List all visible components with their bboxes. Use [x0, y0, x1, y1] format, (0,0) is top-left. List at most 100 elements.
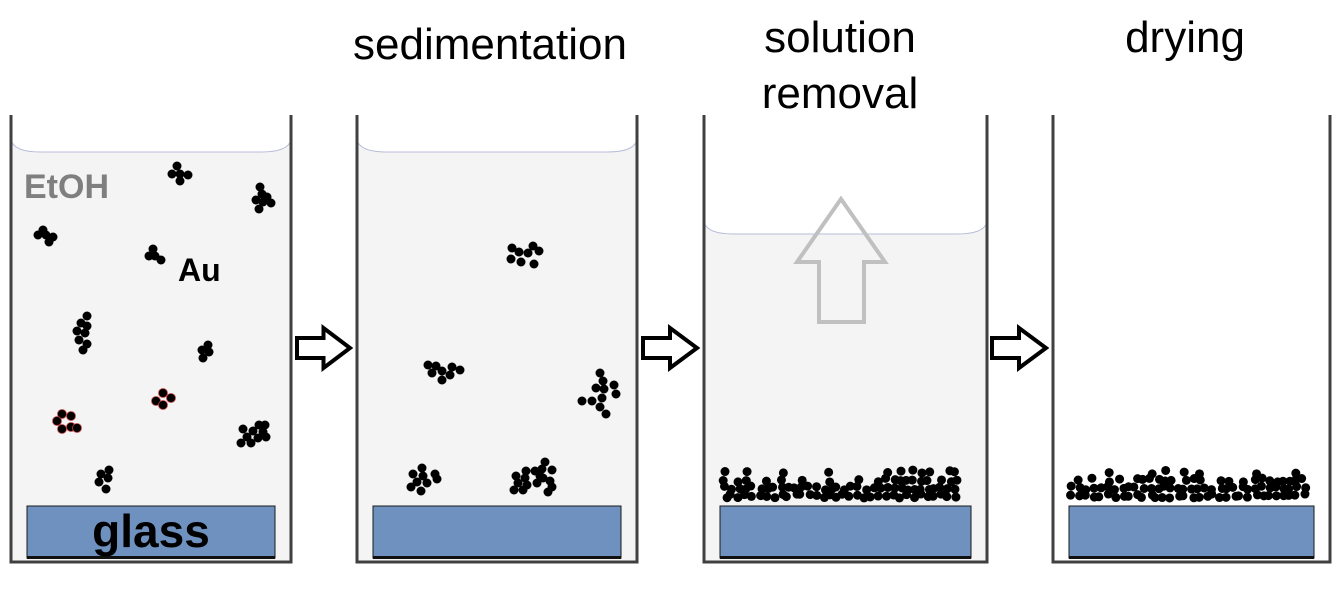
au-particle [845, 481, 855, 491]
au-particle [762, 491, 772, 501]
au-particle [238, 424, 248, 434]
au-particle [523, 248, 533, 258]
au-particle [862, 485, 872, 495]
au-particle [534, 246, 544, 256]
au-particle [873, 491, 883, 501]
au-particle [103, 473, 113, 483]
au-particle [437, 375, 447, 385]
au-particle [511, 471, 521, 481]
au-particle [66, 411, 76, 421]
au-particle [1157, 493, 1167, 503]
liquid-solution-removal [704, 222, 987, 562]
au-particle [883, 482, 893, 492]
au-cluster [509, 457, 557, 497]
au-cluster [251, 182, 276, 214]
au-cluster [423, 360, 465, 385]
au-particle [1194, 469, 1204, 479]
au-particle [416, 486, 426, 496]
au-particle [720, 467, 730, 477]
au-particle [261, 432, 271, 442]
au-particle [78, 345, 88, 355]
au-particle [253, 433, 263, 443]
au-particle [1147, 469, 1157, 479]
au-particle [423, 360, 433, 370]
au-particle [1066, 490, 1076, 500]
au-particle [266, 198, 276, 208]
au-particle [74, 335, 84, 345]
step-title-solution-removal: solution removal [680, 10, 1000, 122]
au-particle [812, 490, 822, 500]
au-particle [96, 469, 106, 479]
au-particle [1087, 473, 1097, 483]
au-particle [789, 483, 799, 493]
au-particle [94, 477, 104, 487]
solvent-label: EtOH [24, 168, 109, 206]
au-particle [80, 328, 90, 338]
au-particle [1263, 491, 1273, 501]
au-particle [928, 491, 938, 501]
au-particle [1228, 482, 1238, 492]
au-particle [418, 471, 428, 481]
au-particle [803, 481, 813, 491]
au-particle [521, 466, 531, 476]
au-particle [1278, 476, 1288, 486]
au-particle [1150, 493, 1160, 503]
au-particle [203, 340, 213, 350]
meniscus-sedimentation [356, 139, 638, 153]
au-particle [44, 237, 54, 247]
au-particle [158, 388, 168, 398]
substrate-base-sedimentation [373, 556, 621, 559]
liquid-sedimentation [357, 140, 637, 562]
au-particle [1179, 467, 1189, 477]
au-particle [445, 370, 455, 380]
step-title-sedimentation: sedimentation [353, 20, 627, 69]
au-particle [915, 484, 925, 494]
au-particle [591, 383, 601, 393]
au-particle [1129, 482, 1139, 492]
au-particle [795, 489, 805, 499]
au-cluster [33, 225, 58, 247]
au-particle [197, 345, 207, 355]
right-arrow-icon [295, 323, 354, 373]
up-arrow-icon [793, 195, 889, 324]
beaker-solution-removal [702, 115, 989, 564]
au-particle [447, 362, 457, 372]
au-particle [1178, 484, 1188, 494]
au-particle [506, 254, 516, 264]
au-particle [908, 465, 918, 475]
right-arrow-icon [990, 324, 1050, 372]
au-particle [532, 478, 542, 488]
au-particle [1111, 493, 1121, 503]
beaker-initial [9, 115, 293, 564]
au-particle [1165, 493, 1175, 503]
au-particle [417, 463, 427, 473]
au-particle [528, 241, 538, 251]
beaker-drying [1051, 115, 1332, 564]
au-particle [757, 484, 767, 494]
au-film-solution-removal [718, 465, 962, 503]
au-particle [1242, 492, 1252, 502]
au-particle [733, 477, 743, 487]
au-particle [896, 466, 906, 476]
au-particle [1161, 465, 1171, 475]
au-particle [598, 376, 608, 386]
au-particle [1238, 477, 1248, 487]
au-particle [41, 230, 51, 240]
au-particle [72, 423, 82, 433]
au-particle [761, 476, 771, 486]
au-particle [1194, 492, 1204, 502]
au-particle [609, 380, 619, 390]
au-cluster [577, 368, 621, 419]
container-wall-drying [1051, 115, 1332, 564]
step-title-solution-removal-line2: removal [761, 69, 919, 118]
au-particle [883, 468, 893, 478]
au-particle [825, 477, 835, 487]
au-particle [1123, 491, 1133, 501]
au-particle [431, 361, 441, 371]
au-particle [437, 366, 447, 376]
au-particle [33, 230, 43, 240]
au-cluster [72, 311, 92, 355]
au-particle [547, 465, 557, 475]
au-particle [718, 476, 728, 486]
